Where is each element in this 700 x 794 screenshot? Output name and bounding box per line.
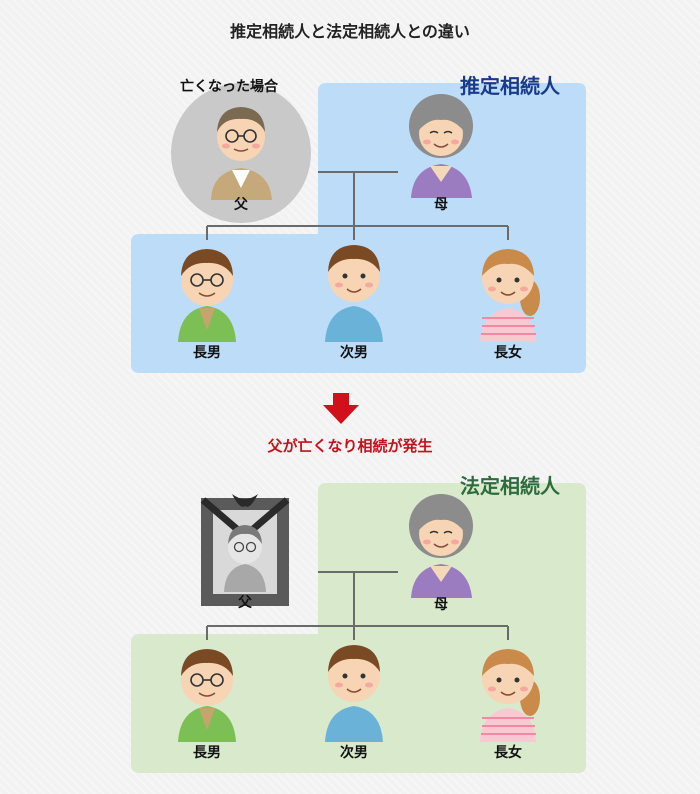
daughter-label-top: 長女 [494,345,522,361]
top-family-lines [206,171,509,240]
son1-label-bottom: 長男 [193,745,221,761]
portrait-frame-icon [200,494,290,606]
down-arrow-icon [323,393,359,424]
mother-figure-bottom [409,494,473,598]
son1-figure-top [178,249,236,342]
father-figure-top [211,107,272,200]
top-panel-label: 推定相続人 [460,74,560,98]
daughter-label-bottom: 長女 [494,745,522,761]
diagram-title: 推定相続人と法定相続人との違い [230,22,470,41]
mother-label-top: 母 [434,197,448,213]
mother-label-bottom: 母 [434,597,448,613]
son2-label-top: 次男 [340,345,368,361]
son2-figure-bottom [325,645,383,742]
son2-label-bottom: 次男 [340,745,368,761]
son2-figure-top [325,245,383,342]
bottom-panel [131,483,586,773]
deceased-caption: 亡くなった場合 [180,79,278,95]
daughter-figure-top [480,249,540,342]
son1-figure-bottom [178,649,236,742]
son1-label-top: 長男 [193,345,221,361]
daughter-figure-bottom [480,649,540,742]
bottom-family-lines [206,571,509,640]
bottom-panel-label: 法定相続人 [460,474,560,498]
transition-text: 父が亡くなり相続が発生 [267,437,433,455]
mother-figure-top [409,94,473,198]
father-label-top: 父 [234,197,248,213]
father-label-bottom: 父 [238,595,252,611]
top-panel [131,83,586,373]
